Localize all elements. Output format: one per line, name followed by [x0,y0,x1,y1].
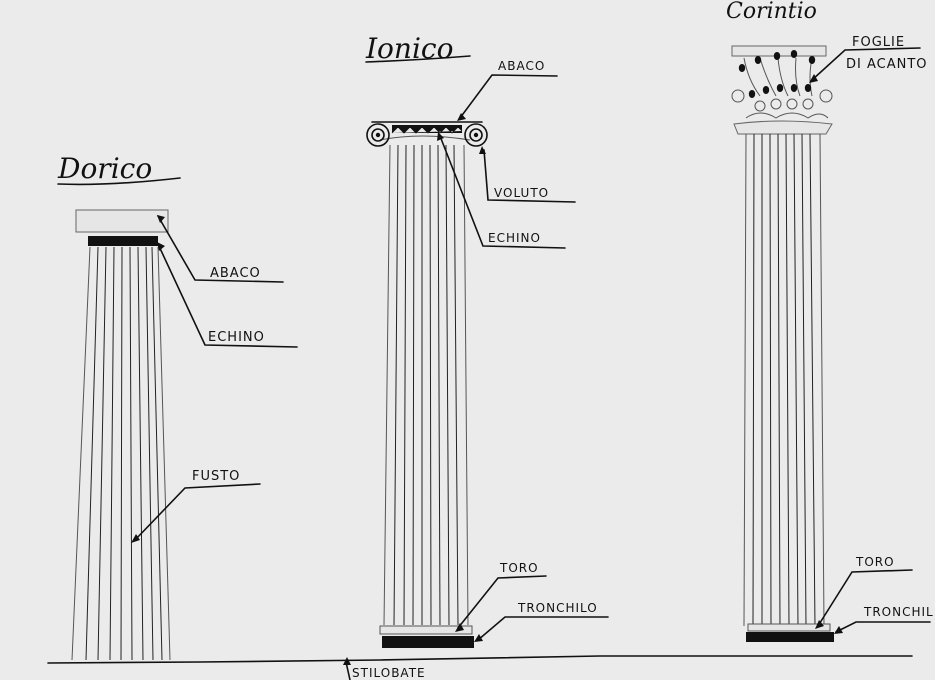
ionic-label-toro: TORO [499,561,539,575]
corinthian-label-foglie: FOGLIE [852,35,905,50]
stylobate-line [47,655,913,664]
doric-title: Dorico [57,152,152,185]
ionic-label-abaco: ABACO [498,59,545,73]
doric-label-abaco: ABACO [210,266,261,281]
ionic-voluto-arrow [479,146,486,154]
corinthian-label-acanto: DI ACANTO [846,57,928,72]
ionic-title-underline [365,55,471,63]
corinthian-title: Corintio [726,0,817,24]
corinthian-tronchilo-leader [835,621,931,633]
corinthian-torus [747,623,831,632]
doric-abaco-arrow [157,215,165,223]
corinthian-foglie-arrow [809,74,818,83]
doric-fusto-leader [134,483,261,541]
doric-abaco-leader [157,215,284,283]
corinthian-label-toro: TORO [855,555,895,569]
acanthus-leaves [731,50,833,119]
stylobate-label: STILOBATE [352,666,426,680]
doric-fusto-arrow [131,534,140,543]
ionic-voluto-leader [483,149,576,203]
doric-echino-arrow [157,242,165,251]
ionic-abaco-arrow [457,113,466,121]
ionic-abaco-leader [459,74,558,119]
doric-echino-leader [157,243,298,348]
ionic-label-echino: ECHINO [488,231,541,245]
corinthian-toro-leader [817,569,913,627]
ionic-tronchilo-arrow [474,634,483,642]
ionic-echino-leader [439,135,566,249]
corinthian-foglie-leader [811,47,921,81]
doric-label-fusto: FUSTO [192,469,240,484]
corinthian-trochilus [746,632,834,642]
ionic-capital [366,121,488,147]
doric-shaft [71,246,171,661]
corinthian-capital [731,45,833,135]
doric-label-echino: ECHINO [208,330,265,345]
corinthian-tronchilo-arrow [834,626,843,634]
doric-echinus [88,236,158,246]
ionic-echino-arrow [437,132,444,141]
corinthian-toro-arrow [815,620,824,629]
doric-abacus [75,209,169,233]
ionic-label-voluto: VOLUTO [494,186,549,200]
ionic-trochilus [382,636,474,648]
doric-title-underline [57,177,181,186]
ionic-torus [379,625,473,635]
ionic-left-volute [366,123,390,147]
corinthian-column: Corintio [726,0,934,642]
doric-column: Dorico ABACO ECHINO FUSTO [57,152,298,661]
stylobate: STILOBATE [47,655,913,680]
ionic-label-tronchilo: TRONCHILO [517,601,598,615]
corinthian-shaft [743,133,825,627]
ionic-shaft [383,144,469,626]
ionic-toro-arrow [455,623,464,632]
ionic-right-volute [464,123,488,147]
ionic-toro-leader [457,575,547,629]
ionic-tronchilo-leader [477,616,609,641]
ionic-column: Ionico [365,32,609,648]
corinthian-label-tronchilo: TRONCHIL [863,605,934,619]
stylobate-arrow [343,657,351,665]
